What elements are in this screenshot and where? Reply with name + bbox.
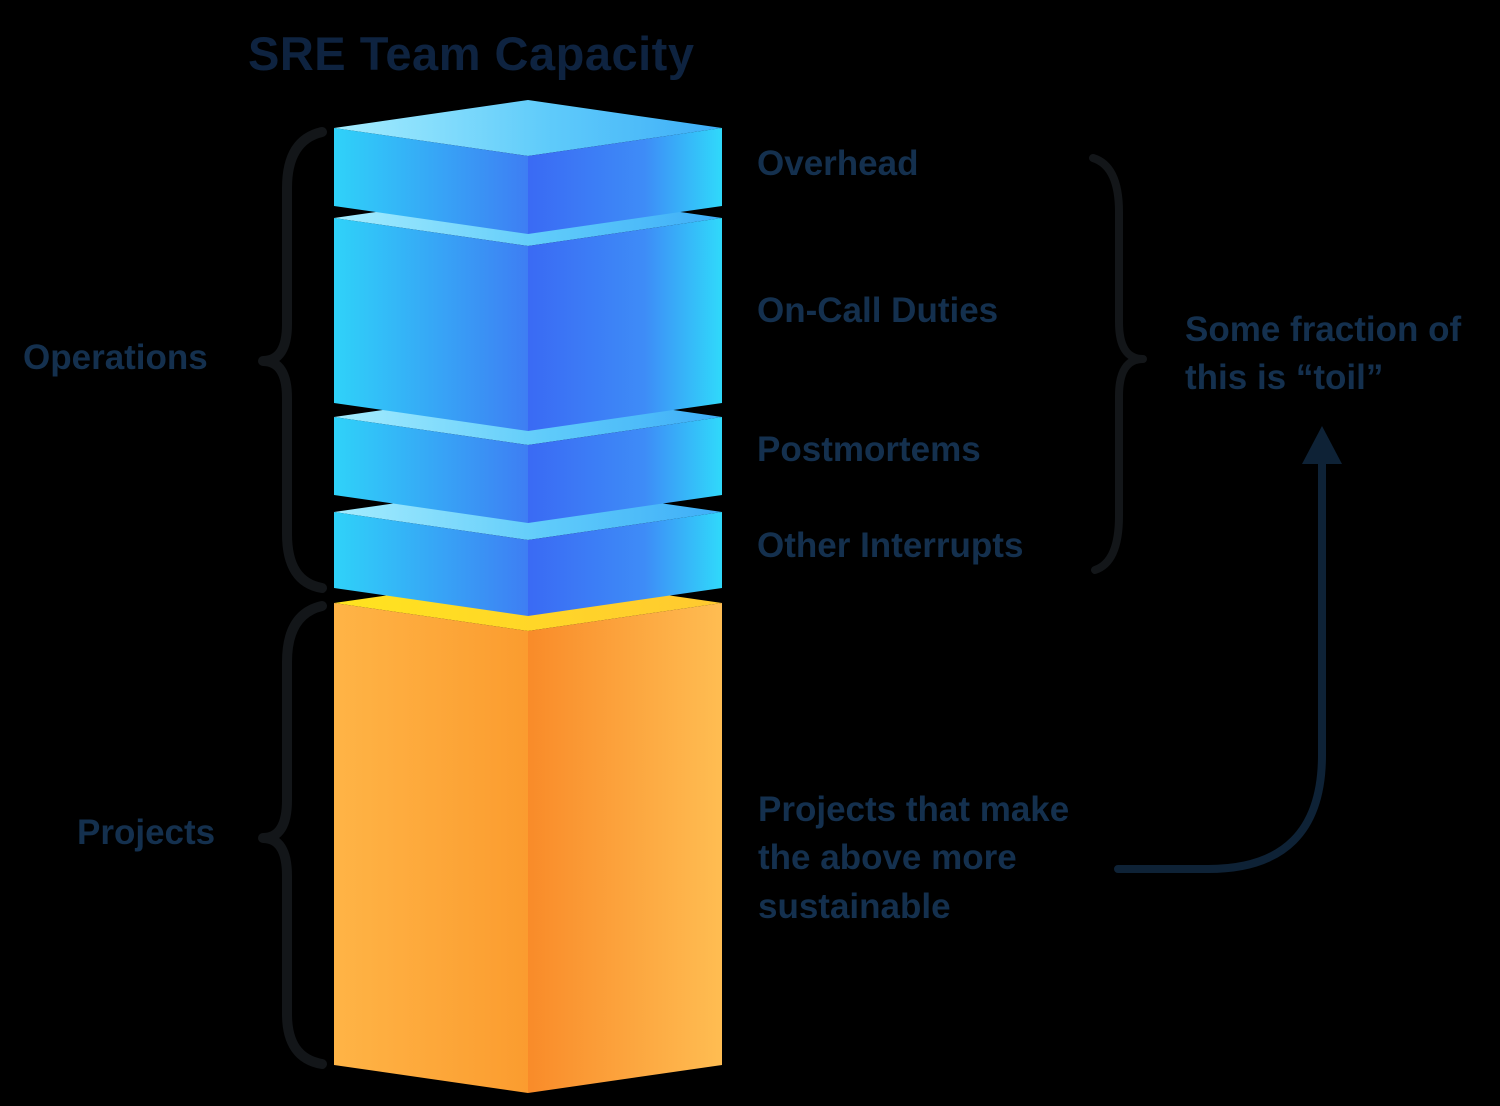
projects-left-face bbox=[334, 603, 528, 1093]
postmortems-right-face bbox=[528, 417, 722, 523]
label-postmortems: Postmortems bbox=[757, 430, 981, 469]
postmortems-left-face bbox=[334, 417, 528, 523]
projects-annotation-line1: Projects that make bbox=[758, 790, 1070, 829]
projects-annotation-line3: sustainable bbox=[758, 886, 951, 926]
projects-annotation-line2: the above more bbox=[758, 838, 1017, 878]
toil-arrowhead-icon bbox=[1302, 426, 1342, 464]
projects-brace bbox=[258, 601, 327, 1069]
other-interrupts-left-face bbox=[334, 512, 528, 616]
diagram-title: SRE Team Capacity bbox=[248, 27, 695, 80]
capacity-column bbox=[334, 100, 722, 1093]
toil-brace bbox=[1089, 154, 1147, 574]
overhead-left-face bbox=[334, 128, 528, 234]
toil-annotation-line2: this is “toil” bbox=[1185, 358, 1384, 398]
label-projects-group: Projects bbox=[77, 813, 216, 852]
label-other-interrupts: Other Interrupts bbox=[757, 526, 1024, 565]
projects-annotation: Projects that make the above more sustai… bbox=[758, 786, 1069, 931]
toil-arrow-shaft bbox=[1114, 456, 1326, 873]
operations-brace bbox=[258, 127, 327, 593]
segment-projects-box bbox=[334, 575, 722, 1093]
label-operations-group: Operations bbox=[23, 338, 208, 377]
toil-arrow bbox=[1114, 426, 1342, 873]
toil-annotation: Some fraction of this is “toil” bbox=[1185, 306, 1461, 403]
on-call-right-face bbox=[528, 218, 722, 431]
toil-annotation-line1: Some fraction of bbox=[1185, 310, 1462, 349]
segment-overhead-box bbox=[334, 100, 722, 234]
label-on-call-duties: On-Call Duties bbox=[757, 291, 999, 330]
segment-postmortems-box bbox=[334, 389, 722, 523]
overhead-right-face bbox=[528, 128, 722, 234]
on-call-left-face bbox=[334, 218, 528, 431]
other-interrupts-right-face bbox=[528, 512, 722, 616]
label-overhead: Overhead bbox=[757, 144, 919, 183]
projects-right-face bbox=[528, 603, 722, 1093]
